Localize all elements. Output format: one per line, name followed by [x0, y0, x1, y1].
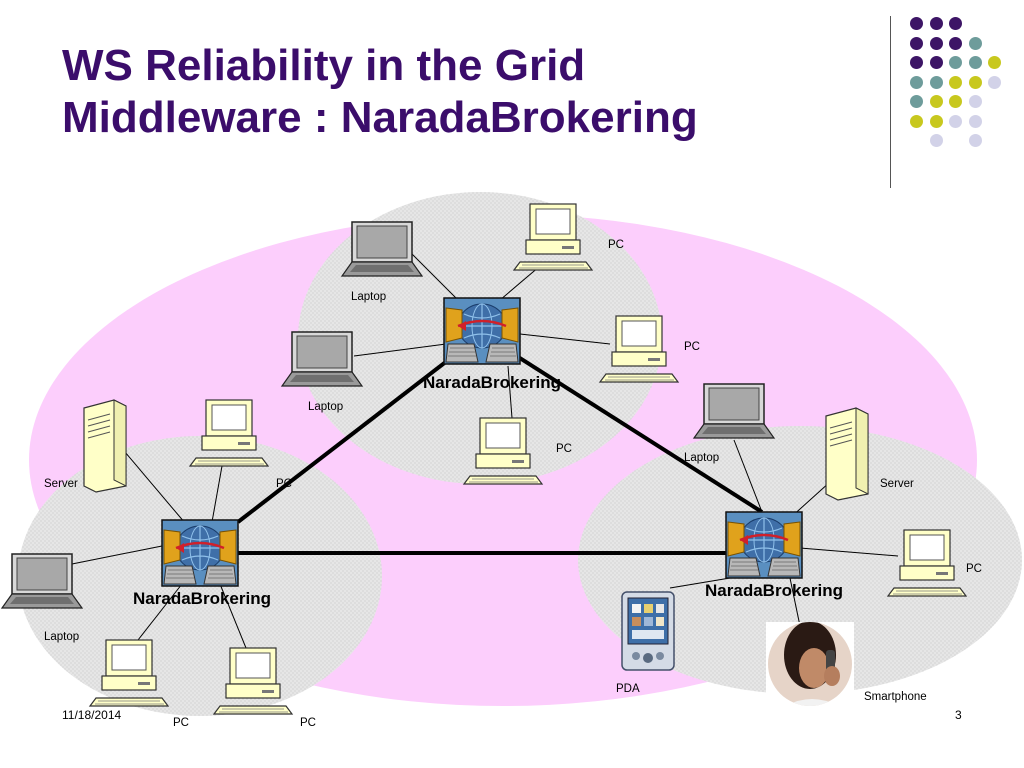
broker-globe-icon [160, 518, 240, 588]
decorative-dot [968, 114, 982, 128]
slide-date: 11/18/2014 [62, 708, 122, 722]
title-divider [890, 16, 891, 188]
broker-label-right: NaradaBrokering [705, 581, 843, 600]
broker-globe-icon [442, 296, 522, 366]
decorative-dot [910, 17, 923, 30]
decorative-dot [929, 95, 943, 108]
decorative-dot [929, 114, 943, 128]
device-label: Laptop [351, 291, 386, 303]
decorative-dot [988, 75, 1001, 89]
decorative-dot [968, 134, 982, 147]
smartphone-user-photo [766, 622, 854, 708]
decorative-dot [929, 17, 943, 30]
decorative-dot [929, 36, 943, 50]
decorative-dot [929, 134, 943, 147]
device-label: PC [300, 717, 316, 729]
decorative-dot [949, 114, 962, 128]
broker-links [236, 332, 764, 555]
device-label: PDA [616, 683, 640, 695]
device-label: Laptop [684, 452, 719, 464]
device-label: Server [880, 478, 914, 490]
decorative-dot [949, 95, 962, 108]
device-label: Laptop [44, 631, 79, 643]
device-label: PC [966, 563, 982, 575]
broker-globe-icon [724, 510, 804, 580]
decorative-dot [949, 36, 962, 50]
laptop-icon [281, 331, 363, 387]
decorative-dot [910, 56, 923, 69]
slide-title: WS Reliability in the Grid Middleware : … [62, 41, 698, 142]
device-label: PC [556, 443, 572, 455]
laptop-icon [1, 553, 83, 609]
decorative-dot [929, 56, 943, 69]
decorative-dot [910, 114, 923, 128]
decorative-dot [968, 56, 982, 69]
server-tower-icon [825, 407, 869, 501]
decorative-dot [949, 75, 962, 89]
decorative-dot [910, 95, 923, 108]
device-label: PC [608, 239, 624, 251]
pda-icon [621, 591, 675, 671]
laptop-icon [341, 221, 423, 277]
decorative-dot [968, 75, 982, 89]
server-tower-icon [83, 399, 127, 493]
device-label: Server [44, 478, 78, 490]
decorative-dot [968, 95, 982, 108]
decorative-dot [988, 56, 1001, 69]
decorative-dot [910, 36, 923, 50]
device-label: PC [684, 341, 700, 353]
device-label: PC [276, 478, 292, 490]
broker-label-left: NaradaBrokering [133, 589, 271, 608]
slide-number: 3 [955, 708, 962, 722]
decorative-dot [949, 17, 962, 30]
laptop-icon [693, 383, 775, 439]
device-links [61, 239, 899, 649]
decorative-dot [910, 75, 923, 89]
decorative-dot [968, 36, 982, 50]
broker-label-top: NaradaBrokering [423, 373, 561, 392]
device-label: Laptop [308, 401, 343, 413]
device-label: PC [173, 717, 189, 729]
decorative-dot [949, 56, 962, 69]
decorative-dot [929, 75, 943, 89]
device-label: Smartphone [864, 691, 927, 703]
